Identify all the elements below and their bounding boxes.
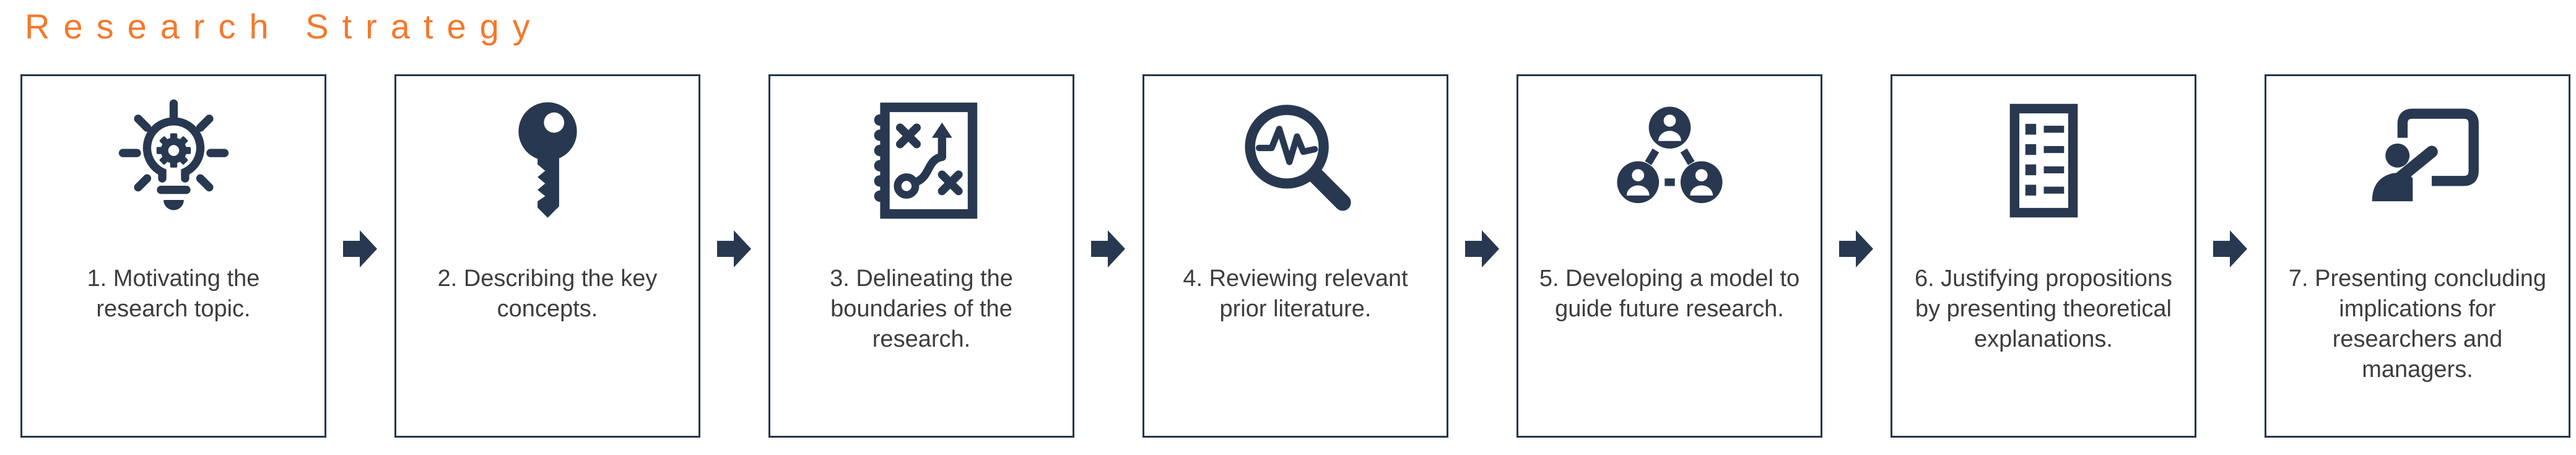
process-flow: 1. Motivating the research topic. 2. Des… xyxy=(20,74,2570,438)
right-block-arrow-icon xyxy=(2213,230,2247,267)
step-6-icon-wrap xyxy=(1980,97,2107,224)
presentation-board-icon xyxy=(2372,108,2479,202)
step-6-label: 6. Justifying propositions by presenting… xyxy=(1914,266,2173,352)
flow-arrow-1 xyxy=(326,229,394,269)
step-box-2: 2. Describing the key concepts. xyxy=(394,74,700,438)
right-block-arrow-icon xyxy=(717,230,751,267)
step-box-1: 1. Motivating the research topic. xyxy=(20,74,326,438)
key-icon xyxy=(518,102,577,218)
step-4-label: 4. Reviewing relevant prior literature. xyxy=(1183,266,1408,322)
step-box-5: 5. Developing a model to guide future re… xyxy=(1516,74,1822,438)
step-5-label: 5. Developing a model to guide future re… xyxy=(1539,266,1800,322)
step-3-label: 3. Delineating the boundaries of the res… xyxy=(830,266,1013,352)
right-block-arrow-icon xyxy=(1091,230,1125,267)
step-2-icon-wrap xyxy=(484,97,611,224)
step-3-icon-wrap xyxy=(858,97,985,224)
step-2-label: 2. Describing the key concepts. xyxy=(437,266,658,322)
step-box-6: 6. Justifying propositions by presenting… xyxy=(1891,74,2196,438)
strategy-plan-icon xyxy=(874,102,977,219)
flow-arrow-6 xyxy=(2196,229,2265,269)
step-box-3: 3. Delineating the boundaries of the res… xyxy=(768,74,1074,438)
page-title: Research Strategy xyxy=(25,7,544,46)
step-5-icon-wrap xyxy=(1606,97,1733,224)
right-block-arrow-icon xyxy=(1839,230,1873,267)
lightbulb-gear-icon xyxy=(118,99,228,210)
step-7-icon-wrap xyxy=(2354,97,2481,224)
step-1-icon-wrap xyxy=(110,97,237,224)
step-1-label: 1. Motivating the research topic. xyxy=(87,266,260,322)
step-7-label: 7. Presenting concluding implications fo… xyxy=(2288,266,2547,383)
step-box-4: 4. Reviewing relevant prior literature. xyxy=(1142,74,1448,438)
checklist-icon xyxy=(2009,103,2078,218)
flow-arrow-2 xyxy=(700,229,768,269)
people-network-icon xyxy=(1616,106,1723,204)
right-block-arrow-icon xyxy=(343,230,377,267)
flow-arrow-5 xyxy=(1822,229,1891,269)
step-box-7: 7. Presenting concluding implications fo… xyxy=(2265,74,2570,438)
right-block-arrow-icon xyxy=(1465,230,1499,267)
flow-arrow-4 xyxy=(1448,229,1516,269)
step-4-icon-wrap xyxy=(1232,97,1359,224)
flow-arrow-3 xyxy=(1074,229,1142,269)
magnifier-pulse-icon xyxy=(1245,105,1351,211)
